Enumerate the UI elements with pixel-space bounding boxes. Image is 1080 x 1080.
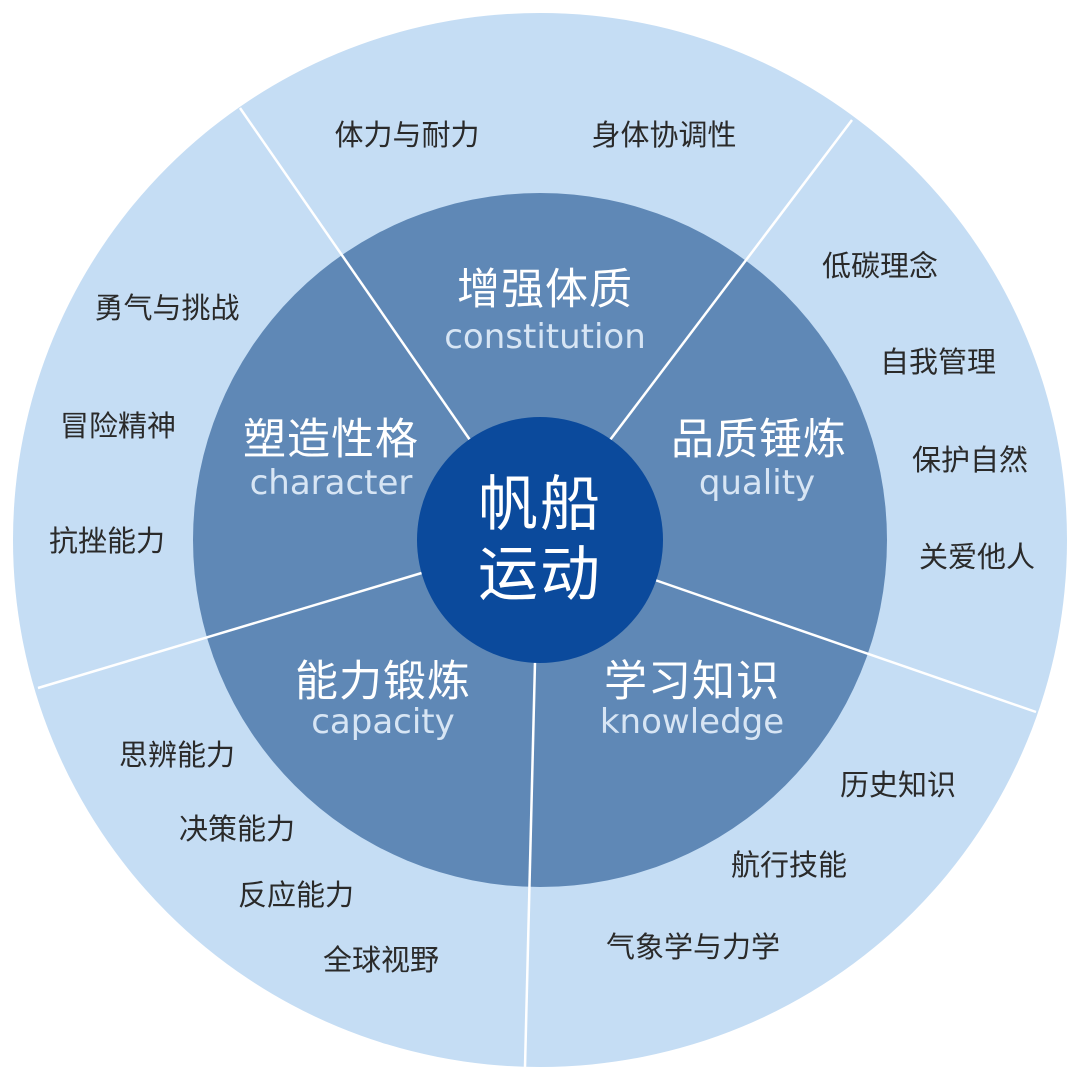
divider-knowledge-capacity xyxy=(523,661,537,1068)
item-knowledge-3: 气象学与力学 xyxy=(605,930,781,964)
sector-title-knowledge: 学习知识 xyxy=(604,657,780,707)
item-knowledge-2: 航行技能 xyxy=(730,848,848,882)
sector-title-quality: 品质锤炼 xyxy=(671,415,847,465)
center-title-line1: 帆船 xyxy=(478,470,602,540)
item-capacity-4: 全球视野 xyxy=(322,943,440,977)
sector-subtitle-character: character xyxy=(249,463,413,503)
item-knowledge-1: 历史知识 xyxy=(839,768,957,802)
divider-quality-knowledge xyxy=(654,578,1037,714)
sector-subtitle-capacity: capacity xyxy=(311,702,455,742)
item-capacity-2: 决策能力 xyxy=(178,812,296,846)
sector-title-character: 塑造性格 xyxy=(243,415,419,465)
sector-subtitle-knowledge: knowledge xyxy=(599,702,785,742)
item-quality-4: 关爱他人 xyxy=(918,540,1036,574)
divider-constitution-quality xyxy=(609,119,853,441)
center-title: 帆船 运动 xyxy=(478,470,602,610)
divider-character-constitution xyxy=(238,107,472,441)
item-quality-2: 自我管理 xyxy=(879,345,997,379)
item-character-2: 冒险精神 xyxy=(59,409,177,443)
item-character-3: 抗挫能力 xyxy=(48,524,166,558)
item-character-1: 勇气与挑战 xyxy=(94,291,240,325)
sector-title-constitution: 增强体质 xyxy=(457,265,633,315)
center-hub xyxy=(417,417,663,663)
item-capacity-3: 反应能力 xyxy=(237,878,355,912)
item-constitution-2: 身体协调性 xyxy=(591,118,737,152)
sector-subtitle-constitution: constitution xyxy=(444,317,646,357)
item-constitution-1: 体力与耐力 xyxy=(334,118,480,152)
sector-subtitle-quality: quality xyxy=(698,463,816,503)
divider-capacity-character xyxy=(37,570,426,690)
center-title-line2: 运动 xyxy=(478,540,602,610)
item-quality-1: 低碳理念 xyxy=(821,249,939,283)
item-quality-3: 保护自然 xyxy=(911,443,1029,477)
item-capacity-1: 思辨能力 xyxy=(118,738,236,772)
sector-title-capacity: 能力锻炼 xyxy=(295,657,471,707)
